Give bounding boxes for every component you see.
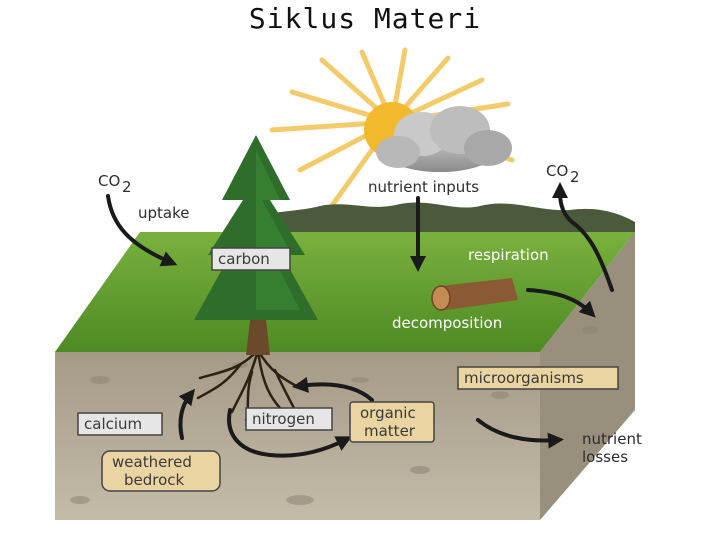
- carbon-box: [211, 247, 291, 271]
- co2-left-label: CO: [98, 172, 120, 190]
- organic-matter-box: [349, 401, 435, 443]
- distant-hills: [230, 202, 635, 240]
- co2-right-label: CO: [546, 162, 568, 180]
- weathered-bedrock-box: [101, 450, 221, 492]
- weathered-bedrock-line1: weathered: [112, 453, 192, 471]
- nitrogen-box: [245, 407, 333, 431]
- calcium-box: [77, 412, 163, 436]
- grass-surface: [55, 232, 635, 352]
- calcium-uptake-arrow: [178, 388, 195, 440]
- nutrient-losses-arrow: [476, 418, 564, 449]
- nutrient-inputs-label: nutrient inputs: [368, 178, 479, 196]
- co2-left-subscript: 2: [122, 178, 132, 196]
- nutrient-losses-line1: nutrient: [582, 430, 642, 448]
- decomposition-arrow: [526, 288, 596, 318]
- carbon-label: carbon: [218, 250, 270, 268]
- microorganisms-box: [457, 366, 619, 390]
- cloud-icon: [376, 106, 512, 172]
- microorganisms-label: microorganisms: [464, 369, 584, 387]
- organic-matter-arrow: [292, 377, 374, 402]
- nutrient-losses-line2: losses: [582, 448, 628, 466]
- weathered-bedrock-line2: bedrock: [124, 471, 185, 489]
- nitrogen-label: nitrogen: [252, 410, 315, 428]
- decomposition-label: decomposition: [392, 314, 502, 332]
- respiration-label: respiration: [468, 246, 549, 264]
- page-title: Siklus Materi: [248, 2, 482, 35]
- uptake-arrow: [106, 194, 178, 267]
- organic-matter-line1: organic: [360, 404, 416, 422]
- nitrogen-cycle-arrow: [227, 408, 353, 458]
- organic-matter-line2: matter: [364, 422, 416, 440]
- calcium-label: calcium: [84, 415, 142, 433]
- log-icon: [431, 278, 518, 311]
- uptake-label: uptake: [138, 204, 189, 222]
- co2-right-subscript: 2: [570, 168, 580, 186]
- co2-release-arrow: [552, 182, 614, 292]
